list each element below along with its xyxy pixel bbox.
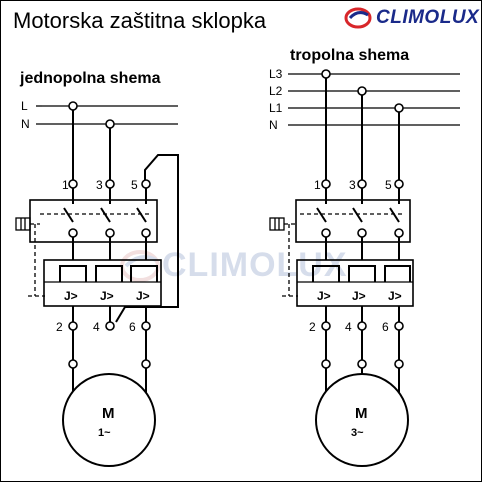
brand-logo: CLIMOLUX bbox=[344, 6, 480, 30]
line-label-L3: L3 bbox=[269, 67, 283, 81]
line-label-N: N bbox=[21, 117, 30, 131]
motor-label: M bbox=[102, 405, 115, 422]
motor-type: 1~ bbox=[98, 427, 111, 439]
terminal-4-3ph: 4 bbox=[345, 320, 352, 334]
brand-name: CLIMOLUX bbox=[376, 7, 480, 28]
terminal-6: 6 bbox=[129, 320, 136, 334]
terminal-5: 5 bbox=[131, 178, 138, 192]
terminal-6-3ph: 6 bbox=[382, 320, 389, 334]
single-phase-diagram: jednopolna shema L N 1 3 5 bbox=[15, 70, 179, 467]
trip-block-3ph bbox=[296, 259, 414, 307]
switch-block bbox=[29, 199, 158, 243]
three-phase-diagram: tropolna shema L3 L2 L1 N 1 3 5 bbox=[269, 47, 460, 467]
single-phase-heading: jednopolna shema bbox=[19, 70, 161, 87]
line-label-L1: L1 bbox=[269, 101, 283, 115]
terminal-3: 3 bbox=[96, 178, 103, 192]
trip-label-2: J> bbox=[100, 289, 114, 303]
climolux-logo-icon bbox=[344, 7, 372, 29]
bridge-wire bbox=[115, 154, 179, 323]
page-title: Motorska zaštitna sklopka bbox=[13, 8, 267, 33]
handle-icon-3ph bbox=[269, 217, 285, 231]
line-label-N-3ph: N bbox=[269, 118, 278, 132]
motor-label-3ph: M bbox=[355, 405, 368, 422]
terminal-5-3ph: 5 bbox=[385, 178, 392, 192]
terminal-3-3ph: 3 bbox=[349, 178, 356, 192]
terminal-4: 4 bbox=[93, 320, 100, 334]
trip-label-1: J> bbox=[64, 289, 78, 303]
terminal-2-3ph: 2 bbox=[309, 320, 316, 334]
terminal-1-3ph: 1 bbox=[314, 178, 321, 192]
line-label-L: L bbox=[21, 99, 28, 113]
motor-icon-3ph bbox=[315, 373, 409, 467]
trip-block bbox=[43, 259, 162, 307]
trip-label-3-3ph: J> bbox=[388, 289, 402, 303]
switch-block-3ph bbox=[295, 199, 411, 243]
trip-label-2-3ph: J> bbox=[352, 289, 366, 303]
handle-icon bbox=[15, 217, 31, 231]
line-label-L2: L2 bbox=[269, 84, 283, 98]
motor-icon bbox=[62, 373, 156, 467]
terminal-2: 2 bbox=[56, 320, 63, 334]
trip-label-3: J> bbox=[136, 289, 150, 303]
trip-label-1-3ph: J> bbox=[317, 289, 331, 303]
three-phase-heading: tropolna shema bbox=[290, 47, 409, 64]
terminal-1: 1 bbox=[62, 178, 69, 192]
motor-type-3ph: 3~ bbox=[351, 427, 364, 439]
